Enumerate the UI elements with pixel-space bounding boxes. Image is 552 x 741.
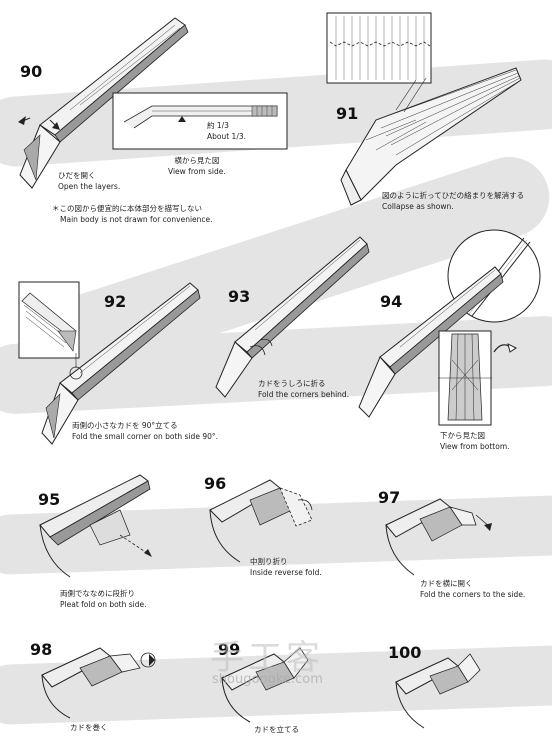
step-94-caption: 下から見た図 View from bottom. xyxy=(440,430,510,452)
step-95-caption-en: Pleat fold on both side. xyxy=(60,600,147,609)
step-93-caption-en: Fold the corners behind. xyxy=(258,390,350,399)
step-98-figure xyxy=(41,647,156,719)
step-90-note: ＊この図から便宜的に本体部分を描写しない Main body is not dr… xyxy=(52,203,213,225)
step-number-99: 99 xyxy=(218,640,241,659)
step-91-figure xyxy=(340,67,522,206)
step-97-figure xyxy=(385,498,492,576)
watermark-logo: 手工客 xyxy=(210,638,324,678)
step-93-caption-jp: カドをうしろに折る xyxy=(258,379,326,388)
step-92-caption: 両側の小さなカドを 90°立てる Fold the small corner o… xyxy=(72,420,218,442)
side-view-ratio-jp: 約 1/3 xyxy=(207,121,229,130)
step-number-93: 93 xyxy=(228,287,251,306)
step-92-inset-box xyxy=(18,281,80,359)
step-91-caption: 図のように折ってひだの絡まりを解消する Collapse as shown. xyxy=(382,190,524,212)
step-97-caption-jp: カドを横に開く xyxy=(420,579,473,588)
step-94-caption-en: View from bottom. xyxy=(440,442,510,451)
side-view-caption: 横から見た図 View from side. xyxy=(168,155,226,177)
step-96-caption: 中割り折り Inside reverse fold. xyxy=(250,556,322,578)
step-90-caption-jp: ひだを開く xyxy=(58,171,96,180)
step-94-caption-jp: 下から見た図 xyxy=(440,431,485,440)
step-98-caption: カドを巻く xyxy=(70,722,108,733)
step-number-95: 95 xyxy=(38,490,61,509)
step-number-91: 91 xyxy=(336,104,359,123)
step-90-caption-en: Open the layers. xyxy=(58,182,121,191)
step-93-figure xyxy=(215,236,370,398)
step-number-97: 97 xyxy=(378,488,401,507)
step-91-inset-box xyxy=(326,12,432,84)
step-95-figure xyxy=(39,474,152,578)
step-94-bottom-view xyxy=(438,330,492,426)
step-96-caption-jp: 中割り折り xyxy=(250,557,288,566)
step-99-figure xyxy=(221,647,309,723)
step-97-caption-en: Fold the corners to the side. xyxy=(420,590,526,599)
step-98-caption-jp: カドを巻く xyxy=(70,723,108,732)
step-90-figure xyxy=(18,17,189,189)
side-view-ratio-en: About 1/3. xyxy=(207,132,247,141)
step-90-caption: ひだを開く Open the layers. xyxy=(58,170,120,192)
step-number-90: 90 xyxy=(20,62,43,81)
step-96-caption-en: Inside reverse fold. xyxy=(250,568,322,577)
step-92-caption-jp: 両側の小さなカドを 90°立てる xyxy=(72,421,178,430)
step-91-caption-en: Collapse as shown. xyxy=(382,202,454,211)
step-96-figure xyxy=(209,479,313,563)
step-95-caption-jp: 両側でななめに段折り xyxy=(60,589,135,598)
step-number-92: 92 xyxy=(104,292,127,311)
step-number-98: 98 xyxy=(30,640,53,659)
side-view-caption-en: View from side. xyxy=(168,167,226,176)
step-94-figure xyxy=(358,266,504,418)
turn-over-arrow-icon xyxy=(493,343,517,353)
step-91-caption-jp: 図のように折ってひだの絡まりを解消する xyxy=(382,191,525,200)
step-92-figure xyxy=(41,282,201,445)
step-93-caption: カドをうしろに折る Fold the corners behind. xyxy=(258,378,349,400)
step-97-caption: カドを横に開く Fold the corners to the side. xyxy=(420,578,525,600)
step-90-note-jp: ＊この図から便宜的に本体部分を描写しない xyxy=(52,204,202,213)
step-95-caption: 両側でななめに段折り Pleat fold on both side. xyxy=(60,588,147,610)
side-view-caption-jp: 横から見た図 xyxy=(174,156,220,165)
step-number-100: 100 xyxy=(388,643,422,662)
step-90-note-en: Main body is not drawn for convenience. xyxy=(60,215,213,224)
step-number-96: 96 xyxy=(204,474,227,493)
step-100-figure xyxy=(395,653,481,729)
step-99-caption: カドを立てる xyxy=(254,724,299,735)
watermark-url: shougongke.com xyxy=(212,672,323,687)
side-view-ratio: 約 1/3 About 1/3. xyxy=(207,120,246,142)
step-92-caption-en: Fold the small corner on both side 90°. xyxy=(72,432,218,441)
step-number-94: 94 xyxy=(380,292,403,311)
side-view-box xyxy=(112,92,288,150)
step-99-caption-jp: カドを立てる xyxy=(254,725,299,734)
